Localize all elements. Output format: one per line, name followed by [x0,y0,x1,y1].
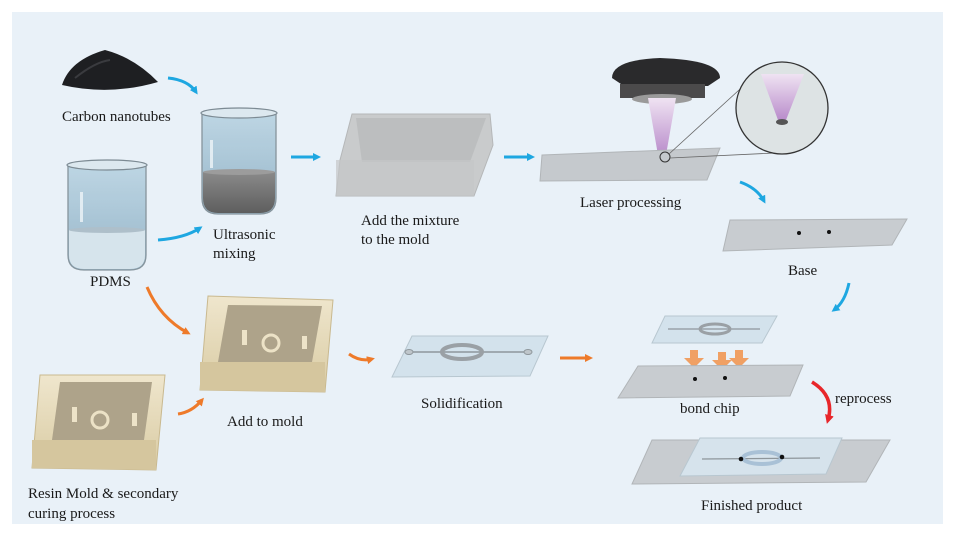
arrow-pdms-to-mix [157,226,203,242]
arrow-resin-to-mold [177,397,204,416]
finished-chip-icon [631,437,891,485]
beaker-clear-icon [66,159,148,271]
resin-mold-icon [199,295,334,393]
beaker-dark-icon [200,107,278,215]
resin-mold-icon [31,374,166,471]
label-base: Base [788,263,818,279]
label-carbon-nanotubes: Carbon nanotubes [62,109,171,125]
label-add-to-mold: Add to mold [227,414,303,430]
laser-head-icon [612,58,720,155]
arrow-base-to-bond [831,282,851,312]
press-arrow-icon [729,350,749,368]
press-arrow-icon [712,352,732,370]
label-pdms: PDMS [90,274,131,290]
label-resin-line2: curing process [28,506,116,522]
magnifier-icon [735,61,829,155]
label-laser-processing: Laser processing [580,195,682,211]
bond-stack-icon [617,315,804,399]
label-add-mixture-line2: to the mold [361,232,430,248]
arrow-laser-to-base [739,180,766,204]
arrow-reprocess [811,380,834,424]
press-arrow-icon [684,350,704,368]
base-slide-icon [722,218,908,252]
label-resin-line1: Resin Mold & secondary [28,486,179,502]
transparent-box-icon [335,113,494,197]
arrow-carbon-to-mix [167,76,198,95]
label-add-mixture-line1: Add the mixture [361,213,460,229]
label-finished-product: Finished product [701,498,803,514]
label-reprocess: reprocess [835,391,892,407]
arrow-mold-to-solid [348,352,375,365]
glass-slide-icon [539,79,776,182]
pdms-chip-icon [391,335,549,378]
arrow-pdms-to-mold [145,286,191,335]
label-solidification: Solidification [421,396,503,412]
label-ultrasonic-line2: mixing [213,246,256,262]
label-ultrasonic-line1: Ultrasonic [213,227,276,243]
powder-pile-icon [62,50,158,90]
label-bond-chip: bond chip [680,401,740,417]
